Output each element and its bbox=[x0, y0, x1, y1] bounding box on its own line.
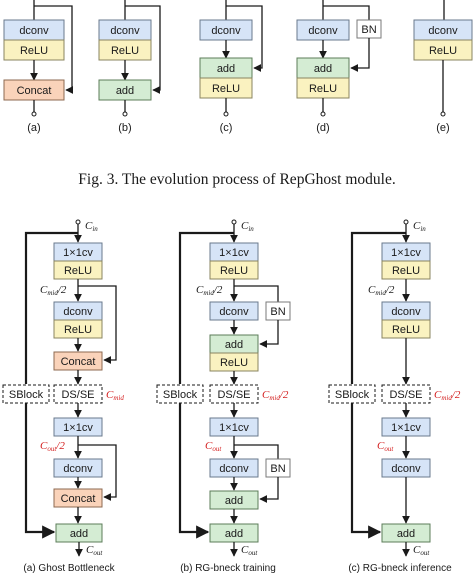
fig3-module-c: dconv add ReLU (c) bbox=[199, 0, 263, 134]
c-mid-half-symbol: Cmid/2 bbox=[368, 284, 395, 297]
rg-bneck-training: Cin 1×1cv ReLU Cmid/2 dconv BN add ReLU … bbox=[156, 219, 291, 574]
dsse-label: DS/SE bbox=[389, 389, 422, 401]
add-label: add bbox=[116, 85, 134, 97]
dconv-label: dconv bbox=[219, 463, 249, 475]
c-in-symbol: Cin bbox=[413, 220, 426, 233]
relu-label: ReLU bbox=[64, 265, 92, 277]
fig3-caption: Fig. 3. The evolution process of RepGhos… bbox=[78, 171, 395, 188]
conv1x1-label: 1×1cv bbox=[391, 247, 421, 259]
relu-label: ReLU bbox=[309, 83, 337, 95]
conv1x1-label: 1×1cv bbox=[391, 422, 421, 434]
fig3-module-a: dconv ReLU Concat (a) bbox=[3, 0, 74, 134]
fig3-module-d: dconv BN add ReLU (d) bbox=[296, 0, 382, 134]
dconv-label: dconv bbox=[219, 306, 249, 318]
dconv-label: dconv bbox=[308, 25, 338, 37]
relu-label: ReLU bbox=[220, 265, 248, 277]
relu-label: ReLU bbox=[392, 265, 420, 277]
conv1x1-label: 1×1cv bbox=[63, 247, 93, 259]
c-mid-half-symbol: Cmid/2 bbox=[196, 284, 223, 297]
concat-label: Concat bbox=[61, 356, 96, 368]
c-mid-half-symbol: Cmid/2 bbox=[434, 389, 461, 402]
bn-label: BN bbox=[270, 463, 285, 475]
ghost-bottleneck: Cin 1×1cv ReLU Cmid/2 dconv ReLU Concat … bbox=[2, 219, 124, 574]
subcaption-c: (c) bbox=[220, 122, 233, 134]
dsse-label: DS/SE bbox=[61, 389, 94, 401]
add-label: add bbox=[397, 528, 415, 540]
c-out-symbol: Cout bbox=[241, 544, 258, 557]
concat-label: Concat bbox=[17, 85, 52, 97]
dconv-label: dconv bbox=[391, 306, 421, 318]
dconv-label: dconv bbox=[428, 25, 458, 37]
c-in-symbol: Cin bbox=[85, 220, 98, 233]
conv1x1-label: 1×1cv bbox=[219, 422, 249, 434]
subcaption-rg-bneck-training: (b) RG-bneck training bbox=[180, 563, 276, 574]
subcaption-d: (d) bbox=[316, 122, 329, 134]
c-mid-half-symbol: Cmid/2 bbox=[40, 284, 67, 297]
add-label: add bbox=[314, 63, 332, 75]
add-label: add bbox=[225, 528, 243, 540]
conv1x1-label: 1×1cv bbox=[63, 422, 93, 434]
bn-label: BN bbox=[270, 306, 285, 318]
conv1x1-label: 1×1cv bbox=[219, 247, 249, 259]
sblock-label: SBlock bbox=[9, 389, 44, 401]
c-mid-symbol: Cmid bbox=[106, 389, 124, 402]
subcaption-a: (a) bbox=[27, 122, 40, 134]
sblock-label: SBlock bbox=[163, 389, 198, 401]
subcaption-rg-bneck-inference: (c) RG-bneck inference bbox=[348, 563, 452, 574]
relu-label: ReLU bbox=[20, 45, 48, 57]
relu-label: ReLU bbox=[212, 83, 240, 95]
fig3-module-b: dconv ReLU add (b) bbox=[98, 0, 161, 134]
dconv-label: dconv bbox=[63, 463, 93, 475]
relu-label: ReLU bbox=[64, 324, 92, 336]
c-out-symbol: Cout bbox=[205, 440, 222, 453]
add-label: add bbox=[70, 528, 88, 540]
dconv-label: dconv bbox=[110, 25, 140, 37]
relu-label: ReLU bbox=[429, 45, 457, 57]
subcaption-e: (e) bbox=[436, 122, 449, 134]
concat-label: Concat bbox=[61, 493, 96, 505]
dsse-label: DS/SE bbox=[217, 389, 250, 401]
add-label: add bbox=[217, 63, 235, 75]
add-label: add bbox=[225, 339, 243, 351]
fig3-module-e: dconv ReLU (e) bbox=[413, 0, 473, 134]
bn-label: BN bbox=[361, 24, 376, 36]
c-out-half-symbol: Cout/2 bbox=[40, 440, 65, 453]
rg-bneck-inference: Cin 1×1cv ReLU Cmid/2 dconv ReLU SBlock … bbox=[328, 219, 461, 574]
dconv-label: dconv bbox=[63, 306, 93, 318]
c-out-symbol: Cout bbox=[377, 440, 394, 453]
c-mid-half-symbol: Cmid/2 bbox=[262, 389, 289, 402]
dconv-label: dconv bbox=[211, 25, 241, 37]
relu-label: ReLU bbox=[111, 45, 139, 57]
c-out-symbol: Cout bbox=[86, 544, 103, 557]
subcaption-b: (b) bbox=[118, 122, 131, 134]
dconv-label: dconv bbox=[19, 25, 49, 37]
subcaption-ghost-bottleneck: (a) Ghost Bottleneck bbox=[23, 563, 115, 574]
relu-label: ReLU bbox=[220, 357, 248, 369]
dconv-label: dconv bbox=[391, 463, 421, 475]
c-out-symbol: Cout bbox=[413, 544, 430, 557]
c-in-symbol: Cin bbox=[241, 220, 254, 233]
sblock-label: SBlock bbox=[335, 389, 370, 401]
relu-label: ReLU bbox=[392, 324, 420, 336]
add-label: add bbox=[225, 495, 243, 507]
